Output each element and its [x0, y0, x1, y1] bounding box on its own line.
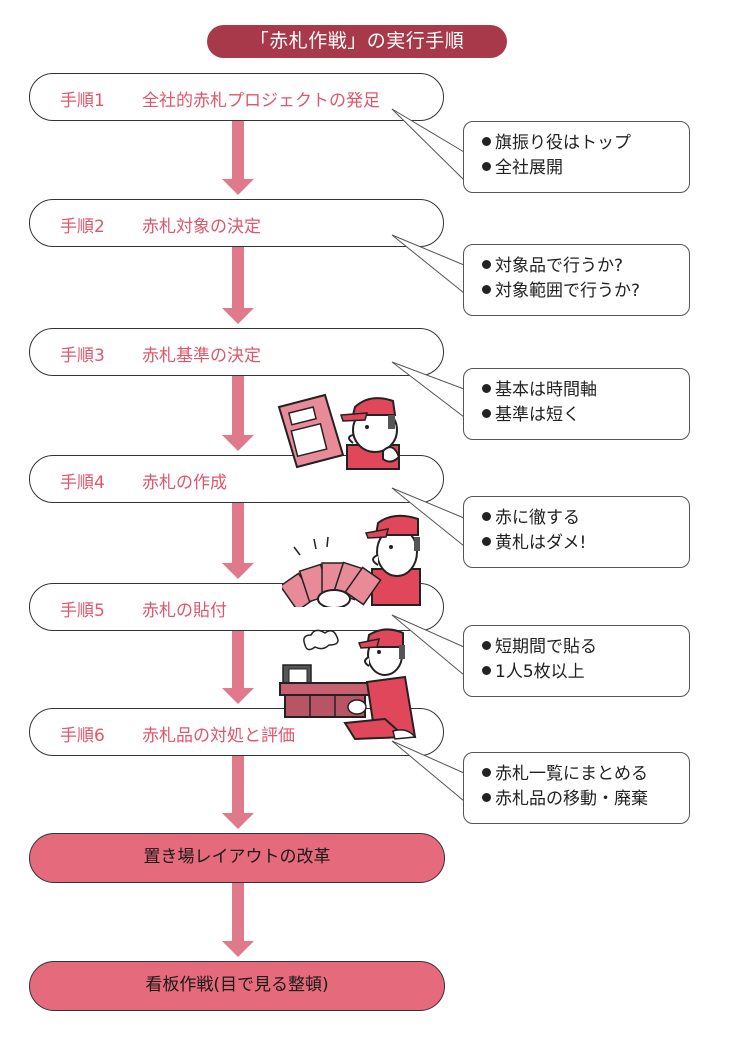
bullet-icon: [482, 641, 491, 650]
worker-holding-red-tags-icon: [282, 514, 421, 607]
step-number: 手順6: [60, 726, 105, 746]
step-4: 手順4 赤札の作成: [29, 455, 444, 503]
step-3: 手順3 赤札基準の決定: [29, 328, 444, 376]
callout-step-3: 基本は時間軸 基準は短く: [463, 368, 690, 440]
outcome-signboard-strategy: 看板作戦(目で見る整頓): [29, 961, 445, 1011]
callout-item: 赤に徹する: [482, 506, 689, 531]
bullet-icon: [482, 162, 491, 171]
callout-step-5: 短期間で貼る 1人5枚以上: [463, 625, 690, 697]
callout-item: 基準は短く: [482, 403, 689, 428]
step-2: 手順2 赤札対象の決定: [29, 199, 444, 247]
flow-arrow-icon: [222, 121, 254, 195]
callout-step-6: 赤札一覧にまとめる 赤札品の移動・廃棄: [463, 752, 690, 824]
flow-arrow-icon: [222, 631, 254, 704]
step-number: 手順3: [60, 346, 105, 366]
callout-item: 旗振り役はトップ: [482, 131, 689, 156]
step-1: 手順1 全社的赤札プロジェクトの発足: [29, 73, 444, 121]
flow-arrow-icon: [222, 503, 254, 579]
bullet-icon: [482, 384, 491, 393]
bullet-icon: [482, 409, 491, 418]
step-number: 手順2: [60, 217, 105, 237]
step-number: 手順5: [60, 601, 105, 621]
callout-item: 赤札品の移動・廃棄: [482, 787, 689, 812]
step-name: 赤札品の対処と評価: [142, 726, 295, 746]
callout-step-1: 旗振り役はトップ 全社展開: [463, 121, 690, 193]
callout-item: 全社展開: [482, 156, 689, 181]
bullet-icon: [482, 285, 491, 294]
bullet-icon: [482, 137, 491, 146]
flow-arrow-icon: [222, 883, 254, 957]
callout-item: 短期間で貼る: [482, 635, 689, 660]
callout-item: 基本は時間軸: [482, 378, 689, 403]
worker-carrying-box-icon: [279, 628, 417, 741]
callout-step-4: 赤に徹する 黄札はダメ!: [463, 496, 690, 568]
bullet-icon: [482, 537, 491, 546]
callout-item: 赤札一覧にまとめる: [482, 762, 689, 787]
step-name: 赤札の作成: [142, 473, 227, 493]
flow-arrow-icon: [222, 247, 254, 324]
step-name: 赤札の貼付: [142, 601, 227, 621]
step-number: 手順4: [60, 473, 105, 493]
step-number: 手順1: [60, 91, 105, 111]
bullet-icon: [482, 260, 491, 269]
step-name: 赤札対象の決定: [142, 217, 261, 237]
worker-reading-document-icon: [277, 393, 401, 470]
outcome-layout-reform: 置き場レイアウトの改革: [29, 833, 445, 883]
flow-arrow-icon: [222, 756, 254, 829]
bullet-icon: [482, 793, 491, 802]
bullet-icon: [482, 666, 491, 675]
callout-step-2: 対象品で行うか? 対象範囲で行うか?: [463, 244, 690, 316]
step-name: 赤札基準の決定: [142, 346, 261, 366]
flow-arrow-icon: [222, 376, 254, 451]
bullet-icon: [482, 768, 491, 777]
diagram-title: 「赤札作戦」の実行手順: [207, 25, 507, 58]
callout-item: 対象品で行うか?: [482, 254, 689, 279]
callout-item: 黄札はダメ!: [482, 531, 689, 556]
bullet-icon: [482, 512, 491, 521]
callout-item: 1人5枚以上: [482, 660, 689, 685]
callout-item: 対象範囲で行うか?: [482, 279, 689, 304]
step-name: 全社的赤札プロジェクトの発足: [142, 91, 380, 111]
